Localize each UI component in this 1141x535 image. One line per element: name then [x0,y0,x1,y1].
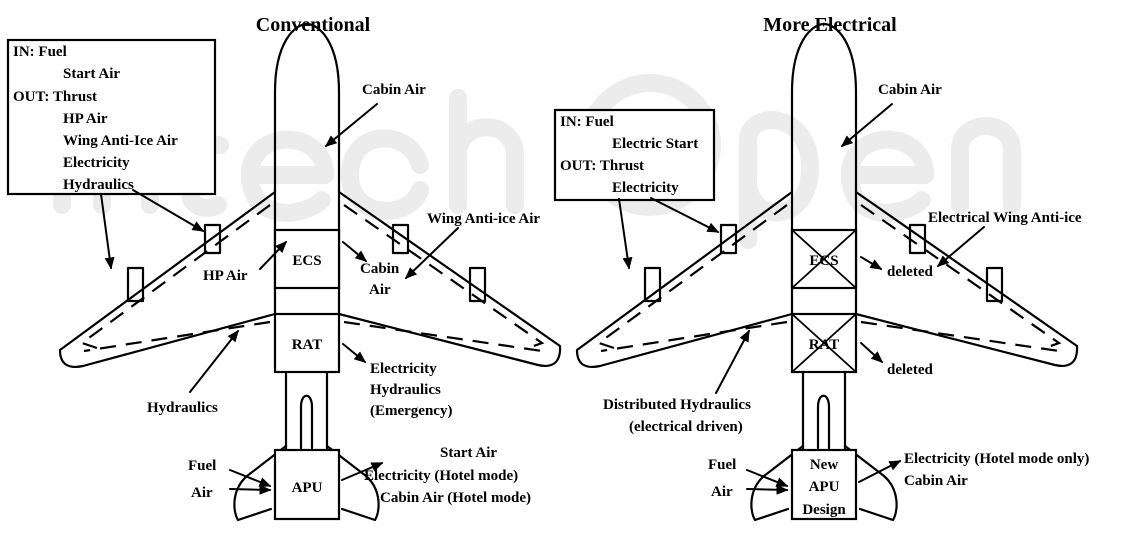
more-electrical-center-fin [816,394,831,450]
more-electrical-left-inboard-engine [719,223,738,255]
more-electrical-engine-box-arrow-inboard [650,197,720,233]
conventional-engine-line-4: HP Air [63,111,108,127]
more-electrical-distributed-hydraulics-arrow [715,329,750,394]
more-electrical-fuel-label: Fuel [708,457,736,473]
more-electrical-rat-deleted-arrow [860,342,884,364]
conventional-engine-io-box [6,38,217,196]
more-electrical-apu-output-1: Electricity (Hotel mode only) [904,451,1089,467]
conventional-apu-box [273,448,341,521]
more-electrical-right-outboard-engine [985,266,1004,303]
more-electrical-fuselage [790,22,858,232]
more-electrical-left-outboard-engine [643,266,662,303]
conventional-tail-fuselage [284,371,329,452]
conventional-cabin-air-ecs-label-2: Air [369,282,391,298]
more-electrical-engine-line-1: IN: Fuel [560,114,614,130]
more-electrical-right-wing [854,190,1079,367]
conventional-rat-box [273,312,341,374]
conventional-air-arrow [229,484,272,495]
more-electrical-air-label: Air [711,484,733,500]
conventional-rat-output-arrow [342,343,367,363]
conventional-aircraft: Conventional IN: Fuel Start Air OUT: Thr… [6,14,562,522]
more-electrical-ecs-cross-2 [791,229,857,289]
more-electrical-apu-output-2: Cabin Air [904,473,968,489]
conventional-right-wing [337,190,562,367]
conventional-engine-line-3: OUT: Thrust [13,89,97,105]
more-electrical-ecs-deleted-arrow [860,256,883,270]
more-electrical-apu-box [790,448,858,521]
conventional-engine-box-arrow-inboard [132,189,205,232]
conventional-right-inboard-engine [391,223,410,255]
more-electrical-apu-output-arrow [858,460,902,483]
more-electrical-left-wing-dash [596,204,788,353]
conventional-rat-label: RAT [292,337,323,353]
conventional-right-outboard-engine [468,266,487,303]
conventional-apu-output-1: Start Air [440,445,497,461]
conventional-engine-line-5: Wing Anti-Ice Air [63,133,178,149]
more-electrical-aircraft: More Electrical IN: Fuel Electric Start … [553,14,1089,522]
more-electrical-right-inboard-engine [908,223,927,255]
more-electrical-rat-label: RAT [809,337,840,353]
more-electrical-right-wing-dash [860,204,1062,353]
conventional-engine-box-arrow-outboard [100,193,115,270]
conventional-right-wing-dash [343,204,545,353]
conventional-apu-label: APU [292,480,323,496]
conventional-wing-anti-ice-label: Wing Anti-ice Air [427,211,540,227]
conventional-fuel-label: Fuel [188,458,216,474]
conventional-left-wing [58,190,277,368]
conventional-tail-right [325,444,380,522]
conventional-hp-air-label: HP Air [203,268,248,284]
conventional-apu-output-arrow [341,462,384,481]
conventional-left-wing-dash [79,204,271,353]
conventional-cabin-air-ecs-label-1: Cabin [360,261,400,277]
conventional-cabin-air-label: Cabin Air [362,82,426,98]
more-electrical-ecs-deleted: deleted [887,264,933,280]
conventional-hydraulics-label: Hydraulics [147,400,218,416]
conventional-left-outboard-engine [126,266,145,303]
conventional-engine-line-7: Hydraulics [63,177,134,193]
more-electrical-apu-label-2: APU [809,479,840,495]
conventional-rat-output-1: Electricity [370,361,437,377]
more-electrical-cabin-air-label: Cabin Air [878,82,942,98]
conventional-ecs-box [273,228,341,290]
more-electrical-engine-io-box [553,108,716,202]
more-electrical-engine-line-2: Electric Start [612,136,698,152]
conventional-hydraulics-arrow [189,329,239,393]
conventional-left-inboard-engine [203,223,222,255]
conventional-rat-output-3: (Emergency) [370,403,452,419]
more-electrical-rat-deleted: deleted [887,362,933,378]
conventional-engine-line-6: Electricity [63,155,130,171]
more-electrical-cabin-air-arrow [840,103,893,147]
conventional-apu-output-3: Cabin Air (Hotel mode) [380,490,531,506]
more-electrical-apu-label-1: New [810,457,838,473]
more-electrical-tail-right [843,444,898,522]
conventional-center-fin [299,394,314,450]
more-electrical-rat-cross-2 [791,313,857,373]
conventional-hp-air-arrow [259,240,288,270]
more-electrical-fuel-arrow [746,469,789,487]
conventional-fuselage [273,22,341,232]
more-electrical-distributed-hydraulics-2: (electrical driven) [629,419,743,435]
more-electrical-engine-box-arrow-outboard [618,198,633,270]
conventional-cabin-air-arrow [324,103,378,147]
conventional-ecs-label: ECS [292,253,321,269]
conventional-apu-output-2: Electricity (Hotel mode) [364,468,518,484]
conventional-air-label: Air [191,485,213,501]
conventional-wing-anti-ice-arrow [404,227,459,280]
more-electrical-wing-anti-ice-arrow [936,226,985,267]
conventional-fuel-arrow [229,469,272,487]
conventional-engine-line-2: Start Air [63,66,120,82]
more-electrical-wing-anti-ice-label: Electrical Wing Anti-ice [928,210,1082,226]
conventional-rat-output-2: Hydraulics [370,382,441,398]
more-electrical-air-arrow [746,484,789,495]
conventional-cabin-air-ecs-arrow [342,241,368,262]
more-electrical-apu-label-3: Design [802,502,846,518]
more-electrical-distributed-hydraulics-1: Distributed Hydraulics [603,397,751,413]
conventional-engine-line-1: IN: Fuel [13,44,67,60]
more-electrical-left-wing [575,190,794,368]
more-electrical-ecs-label: ECS [809,253,838,269]
more-electrical-tail-fuselage [801,371,847,452]
more-electrical-engine-line-4: Electricity [612,180,679,196]
more-electrical-engine-line-3: OUT: Thrust [560,158,644,174]
